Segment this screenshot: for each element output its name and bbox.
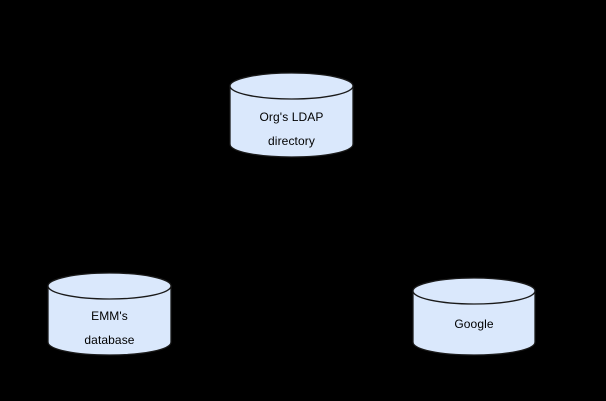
node-emm-database[interactable]: EMM's database <box>47 272 172 356</box>
node-ldap-directory[interactable]: Org's LDAP directory <box>229 72 354 158</box>
node-google[interactable]: Google <box>412 277 536 356</box>
cylinder-shape-ldap <box>229 72 354 158</box>
cylinder-shape-google <box>412 277 536 356</box>
cylinder-shape-emm <box>47 272 172 356</box>
